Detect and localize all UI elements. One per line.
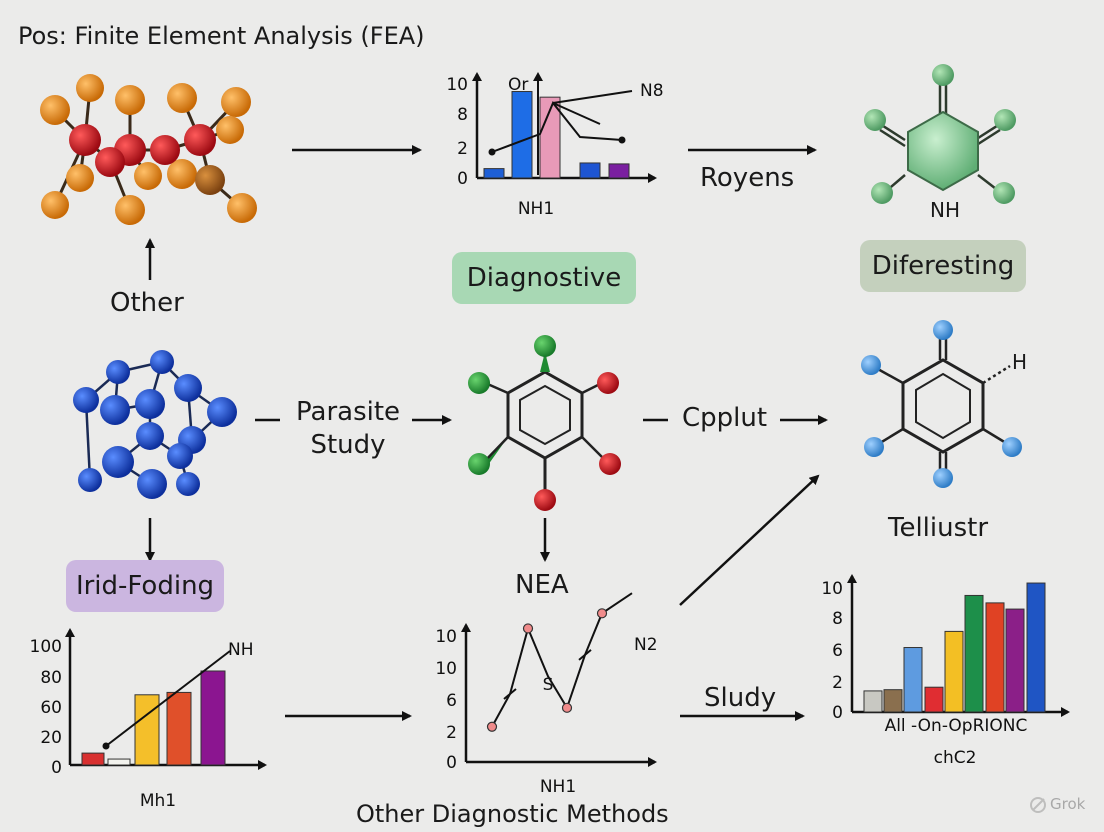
- y-tick-label: 10: [821, 579, 843, 599]
- x-axis-label: Mh1: [140, 791, 176, 811]
- y-tick-label: 10: [446, 75, 468, 95]
- axis-arrowhead: [847, 574, 857, 583]
- x-axis-label: NH1: [518, 199, 554, 219]
- annotation-nh: NH: [228, 640, 254, 660]
- bar: [985, 602, 1005, 713]
- page-title: Pos: Finite Element Analysis (FEA): [18, 22, 425, 50]
- axis-arrowhead: [65, 628, 75, 637]
- data-point: [522, 623, 534, 634]
- bar: [608, 163, 630, 179]
- bar: [107, 758, 131, 766]
- orange-molecule-icon: [40, 74, 257, 225]
- blue-cluster-molecule-icon: [73, 350, 237, 499]
- y-tick-label: 80: [40, 668, 62, 688]
- y-tick-label: 0: [51, 758, 62, 778]
- badge-irid-foding: Irid-Foding: [66, 560, 224, 612]
- line-marker: [578, 649, 592, 661]
- bar: [511, 91, 533, 179]
- bar: [483, 168, 505, 179]
- data-point: [486, 721, 498, 732]
- y-tick-label: 2: [446, 723, 457, 743]
- watermark-text: Grok: [1050, 795, 1086, 813]
- annotation-n2: N2: [634, 635, 658, 655]
- line-marker: [503, 688, 517, 700]
- y-tick-label: 2: [832, 673, 843, 693]
- label-telliustr: Telliustr: [888, 513, 989, 543]
- label-h: H: [1012, 350, 1028, 374]
- label-nh-molecule: NH: [930, 198, 960, 222]
- axis-arrowhead: [533, 72, 543, 81]
- bar: [200, 670, 226, 766]
- overlay-line-segment: [552, 90, 633, 104]
- green-hexagon-molecule-icon: [864, 64, 1016, 204]
- bar: [579, 162, 601, 179]
- y-tick-label: 6: [832, 641, 843, 661]
- bar: [964, 594, 984, 713]
- y-tick-label: 20: [40, 728, 62, 748]
- x-axis-label: NH1: [540, 777, 576, 797]
- bar: [924, 686, 944, 713]
- label-parasite-study: Parasite Study: [296, 397, 401, 460]
- y-tick-label: 6: [446, 691, 457, 711]
- bar: [539, 96, 561, 179]
- label-other: Other: [110, 288, 184, 318]
- bar: [1005, 608, 1025, 713]
- axis-arrowhead: [461, 623, 471, 632]
- point-label: S: [543, 675, 554, 695]
- chart-subtitle: chC2: [934, 748, 977, 768]
- bar: [134, 694, 160, 766]
- label-cpplut: Cpplut: [682, 403, 768, 433]
- benzene-molecule-icon: [468, 335, 621, 511]
- label-nea: NEA: [515, 570, 569, 600]
- benzene-blue-molecule-icon: [861, 320, 1022, 488]
- axis-arrowhead: [258, 760, 267, 770]
- bar: [863, 690, 883, 713]
- data-point: [596, 608, 608, 619]
- axis-arrowhead: [648, 173, 657, 183]
- axis-arrowhead: [472, 72, 482, 81]
- arrow-diagonal-up: [679, 474, 820, 606]
- y-tick-label: 2: [457, 139, 468, 159]
- bar: [81, 752, 105, 766]
- y-tick-label: 0: [832, 703, 843, 723]
- bar: [166, 691, 192, 766]
- y-tick-label: 0: [446, 753, 457, 773]
- flow-arrows: [145, 145, 828, 721]
- axis-arrowhead: [648, 757, 657, 767]
- y-tick-label: 8: [832, 609, 843, 629]
- bar: [1026, 582, 1046, 713]
- data-point: [561, 702, 573, 713]
- y-tick-label: 8: [457, 105, 468, 125]
- annotation-or: Or: [508, 75, 528, 95]
- bar: [903, 647, 923, 713]
- label-sludy: Sludy: [704, 683, 777, 713]
- x-axis-label: All -On-OpRIONC: [885, 716, 1028, 736]
- overlay-line-segment: [552, 102, 601, 125]
- badge-diferesting: Diferesting: [860, 240, 1026, 292]
- label-other-diagnostic-methods: Other Diagnostic Methods: [356, 800, 669, 828]
- bar: [944, 630, 964, 713]
- axis-arrowhead: [1061, 707, 1070, 717]
- label-royens: Royens: [700, 163, 795, 193]
- data-point: [618, 136, 626, 144]
- annotation-n8: N8: [640, 81, 664, 101]
- data-point: [488, 148, 496, 156]
- data-point: [102, 742, 110, 750]
- y-tick-label: 60: [40, 698, 62, 718]
- watermark-icon: [1030, 797, 1046, 813]
- y-tick-label: 100: [30, 637, 62, 657]
- series-line: [491, 592, 633, 728]
- y-tick-label: 10: [435, 659, 457, 679]
- y-tick-label: 0: [457, 169, 468, 189]
- badge-diagnostive: Diagnostive: [452, 252, 636, 304]
- y-tick-label: 10: [435, 627, 457, 647]
- overlay-line: [105, 650, 231, 747]
- bar: [883, 689, 903, 713]
